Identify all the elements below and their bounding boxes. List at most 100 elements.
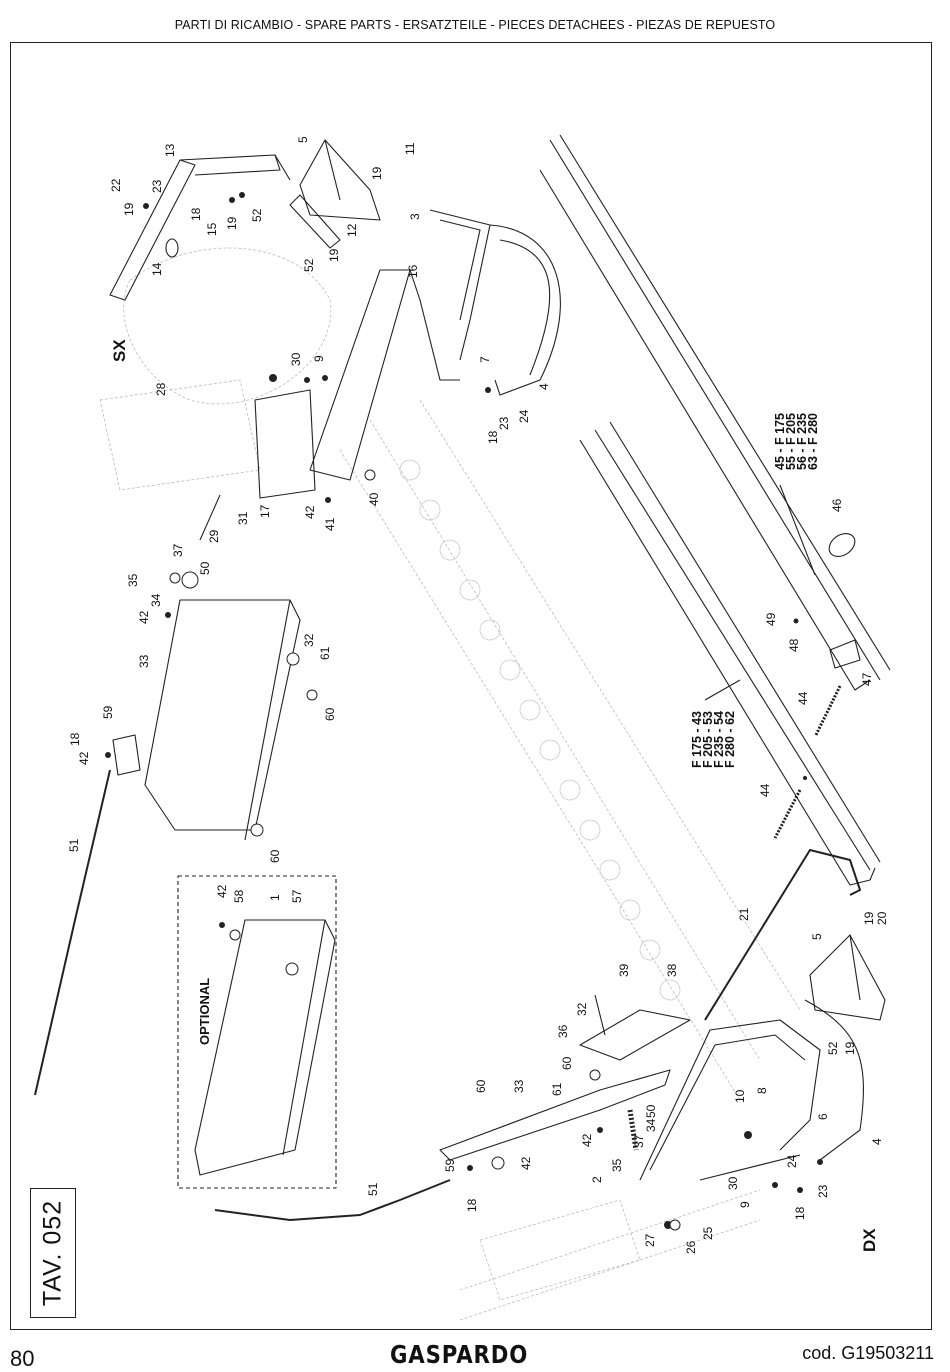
callout: 19 <box>370 166 384 180</box>
callout: 19 <box>843 1041 857 1055</box>
callout: 12 <box>345 223 359 237</box>
callout: 22 <box>109 178 123 192</box>
callout: 58 <box>232 889 246 903</box>
callout: 42 <box>215 884 229 898</box>
callout: 13 <box>163 143 177 157</box>
callout: 4 <box>537 383 551 390</box>
callout: 9 <box>738 1201 752 1208</box>
size-lower-4: F 280 - 62 <box>723 711 737 768</box>
callout: 3 <box>408 213 422 220</box>
callout: 24 <box>785 1154 799 1168</box>
callout: 26 <box>684 1240 698 1254</box>
callout: 31 <box>236 511 250 525</box>
size-leader-upper <box>779 484 816 576</box>
callout: 35 <box>610 1158 624 1172</box>
callout: 42 <box>580 1133 594 1147</box>
callout: 34 <box>149 593 163 607</box>
callout: 49 <box>764 612 778 626</box>
callout: 32 <box>575 1002 589 1016</box>
page-number: 80 <box>10 1346 35 1371</box>
size-list-lower: F 175 - 43 F 205 - 53 F 235 - 54 F 280 -… <box>690 711 737 768</box>
callout: 2 <box>590 1176 604 1183</box>
callout: 19 <box>327 248 341 262</box>
callout: 14 <box>150 262 164 276</box>
callout: 20 <box>875 911 889 925</box>
callout: 18 <box>189 207 203 221</box>
hardware-washers <box>169 469 681 1231</box>
callout: 27 <box>643 1233 657 1247</box>
callout: 10 <box>733 1089 747 1103</box>
rod-51-left <box>34 769 111 1096</box>
callout: 47 <box>860 672 874 686</box>
callout: 28 <box>154 382 168 396</box>
callout: 17 <box>258 504 272 518</box>
callout: 36 <box>556 1024 570 1038</box>
rod-51-right <box>214 1179 451 1221</box>
callout: 19 <box>122 202 136 216</box>
callout: 41 <box>323 517 337 531</box>
callout: 6 <box>816 1113 830 1120</box>
callout: 23 <box>816 1184 830 1198</box>
side-label-left: SX <box>110 339 129 362</box>
ghost-gear-chain <box>399 459 681 1001</box>
mount-plate-right <box>804 934 886 1161</box>
table-label-box <box>30 1188 76 1318</box>
spring-upper <box>814 685 842 736</box>
callout: 61 <box>550 1082 564 1096</box>
callout: 5 <box>296 136 310 143</box>
callout: 30 <box>726 1176 740 1190</box>
bracket-59-left <box>112 734 141 776</box>
callout: 60 <box>268 849 282 863</box>
bracket-left <box>109 154 291 301</box>
callout: 18 <box>486 430 500 444</box>
page-header-title: PARTI DI RICAMBIO - SPARE PARTS - ERSATZ… <box>174 18 776 32</box>
callout: 40 <box>367 492 381 506</box>
callout: 42 <box>519 1156 533 1170</box>
ghost-machine <box>99 247 801 1321</box>
callout: 18 <box>68 732 82 746</box>
callout: 19 <box>862 911 876 925</box>
callout: 42 <box>303 505 317 519</box>
bar-21 <box>704 849 861 1021</box>
callout: 18 <box>465 1198 479 1212</box>
guard-rail-lower <box>579 421 881 886</box>
callout: 59 <box>443 1158 457 1172</box>
callout: 52 <box>826 1041 840 1055</box>
callout: 16 <box>406 264 420 278</box>
optional-label: OPTIONAL <box>197 977 212 1045</box>
callout: 1 <box>268 894 282 901</box>
drawing-frame <box>10 42 932 1330</box>
size-list-upper: 45 - F 175 55 - F 205 56 - F 235 63 - F … <box>773 413 820 470</box>
callout: 35 <box>126 573 140 587</box>
callout: 18 <box>793 1206 807 1220</box>
document-code: cod. G19503211 <box>802 1343 934 1363</box>
pin-32-lower <box>594 994 606 1036</box>
callout: 5 <box>810 933 824 940</box>
callout: 51 <box>67 838 81 852</box>
callout: 38 <box>665 963 679 977</box>
callout: 25 <box>701 1226 715 1240</box>
callout: 52 <box>302 258 316 272</box>
callout: 11 <box>403 142 417 155</box>
callout: 57 <box>290 889 304 903</box>
callout: 23 <box>497 416 511 430</box>
callout: 15 <box>205 222 219 236</box>
callout: 9 <box>312 355 326 362</box>
bracket-upper-arc <box>429 209 561 396</box>
spring-lower <box>773 789 802 839</box>
callout: 60 <box>474 1079 488 1093</box>
callout: 39 <box>617 963 631 977</box>
callout: 37 <box>632 1134 646 1148</box>
brand-logo: GASPARDO <box>390 1340 529 1369</box>
bracket-lower-arc <box>639 1019 821 1181</box>
spring-stack <box>627 1109 639 1151</box>
size-upper-4: 63 - F 280 <box>806 413 820 470</box>
callout: 34 <box>644 1118 658 1132</box>
callout: 8 <box>755 1087 769 1094</box>
callout: 23 <box>150 179 164 193</box>
end-cap <box>828 532 856 558</box>
callout: 29 <box>207 529 221 543</box>
callout: 44 <box>758 783 772 797</box>
callout: 42 <box>77 751 91 765</box>
